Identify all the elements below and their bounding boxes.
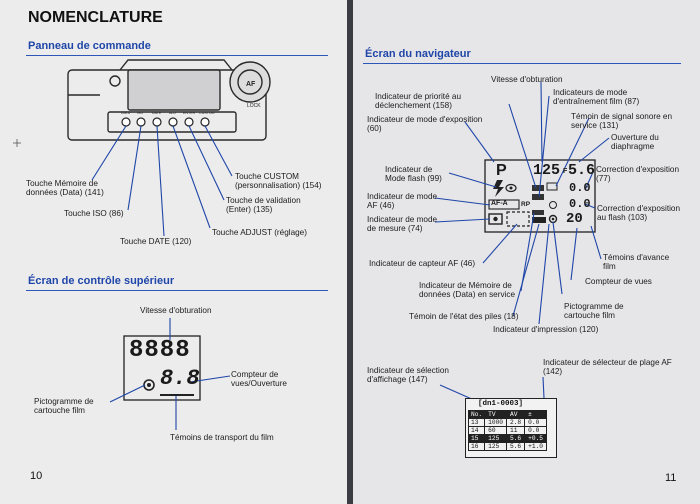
button-mark-adj: ADJ (169, 111, 176, 115)
lcd-rp: RP (521, 201, 531, 208)
page-title: NOMENCLATURE (28, 9, 163, 26)
lcd-exposure-comp: 0.0 (569, 181, 591, 195)
label-af-mode: Indicateur de mode AF (46) (367, 192, 438, 211)
label-counter-aperture: Compteur de vues/Ouverture (231, 370, 287, 389)
data-memory-header: [dn1-0003] (478, 400, 524, 408)
section-heading-navigator: Écran du navigateur (365, 48, 471, 60)
heading-rule (26, 55, 328, 56)
label-exposure-comp: Correction d'exposition (77) (596, 165, 680, 184)
table-cell: 0.0 (524, 426, 547, 435)
label-shutter-speed: Vitesse d'obturation (491, 75, 563, 84)
heading-rule (363, 63, 681, 64)
table-cell: 11 (505, 426, 526, 435)
page-number: 11 (665, 472, 677, 484)
label-film-cartridge: Pictogramme de cartouche film (34, 397, 94, 416)
table-row: 16 125 5.6 +1.0 (467, 442, 547, 451)
af-dial-label: AF (246, 81, 256, 88)
table-cell: 5.6 (505, 434, 526, 443)
label-flash-comp: Correction d'exposition au flash (103) (597, 204, 681, 223)
data-memory-screen: [dn1-0003] No. TV AV ± 13 1000 2.8 0.0 1… (465, 398, 557, 458)
control-panel-drawing: AF LOCK DATA ISO DATE ADJ ENTER CUSTOM (13, 59, 271, 237)
label-display-select: Indicateur de sélection d'affichage (147… (367, 366, 449, 385)
heading-rule (26, 290, 328, 291)
lcd-counter-digits: 8.8 (160, 366, 200, 391)
label-film-advance: Témoins d'avance film (603, 253, 670, 272)
section-heading-control-panel: Panneau de commande (28, 40, 151, 52)
lcd-flash-comp: 0.0 (569, 197, 591, 211)
table-cell: 13 (467, 418, 486, 427)
label-aperture: Ouverture du diaphragme (611, 133, 659, 152)
section-heading-top-lcd: Écran de contrôle supérieur (28, 275, 175, 287)
table-cell: 2.8 (505, 418, 526, 427)
table-cell: 16 (467, 442, 486, 451)
lcd-frame-count: 20 (566, 211, 583, 227)
table-cell: 125 (484, 442, 507, 451)
lcd-exposure-mode: P (496, 162, 507, 179)
table-row-selected: 15 125 5.6 +0.5 (467, 434, 547, 443)
column-header: ± (524, 410, 547, 419)
table-cell: 60 (484, 426, 507, 435)
label-enter: Touche de validation (Enter) (135) (226, 196, 301, 215)
button-mark-data: DATA (121, 111, 131, 115)
navigator-lcd-drawing (434, 81, 610, 401)
table-cell: 14 (467, 426, 486, 435)
label-af-sensor: Indicateur de capteur AF (46) (369, 259, 476, 268)
lcd-af-badge: AF-A (491, 200, 508, 207)
label-film-transport: Témoins de transport du film (170, 433, 274, 442)
table-row: 13 1000 2.8 0.0 (467, 418, 547, 427)
label-film-cartridge: Pictogramme de cartouche film (564, 302, 624, 321)
label-metering: Indicateur de mode de mesure (74) (367, 215, 438, 234)
left-page: NOMENCLATURE Panneau de commande AF LOCK (0, 0, 347, 504)
top-lcd-drawing (109, 318, 231, 430)
lock-label: LOCK (247, 103, 261, 109)
label-battery: Témoin de l'état des piles (18) (409, 312, 519, 321)
label-custom: Touche CUSTOM (personnalisation) (154) (235, 172, 322, 191)
label-data-memory: Touche Mémoire de données (Data) (141) (26, 179, 104, 198)
label-release-priority: Indicateur de priorité au déclenchement … (375, 92, 462, 111)
table-cell: 0.0 (524, 418, 547, 427)
label-date: Touche DATE (120) (120, 237, 192, 246)
label-af-range-select: Indicateur de sélecteur de plage AF (142… (543, 358, 672, 377)
lcd-shutter-digits: 8888 (129, 337, 191, 364)
label-beep: Témoin de signal sonore en service (131) (571, 112, 673, 131)
table-row: 14 60 11 0.0 (467, 426, 547, 435)
table-cell: +1.0 (524, 442, 547, 451)
label-flash-mode: Indicateur de Mode flash (99) (385, 165, 442, 184)
column-header: AV (505, 410, 526, 419)
table-cell: 5.6 (505, 442, 526, 451)
table-cell: +0.5 (524, 434, 547, 443)
right-page: Écran du navigateur (353, 0, 700, 504)
label-iso: Touche ISO (86) (64, 209, 124, 218)
lcd-f-label: F (563, 168, 568, 175)
data-memory-table: No. TV AV ± 13 1000 2.8 0.0 14 60 11 0.0 (467, 410, 547, 451)
button-mark-iso: ISO (137, 111, 143, 115)
page-number: 10 (30, 470, 43, 482)
label-exposure-mode: Indicateur de mode d'exposition (60) (367, 115, 483, 134)
button-mark-date: DATE (152, 111, 162, 115)
table-header-row: No. TV AV ± (467, 410, 547, 419)
lcd-shutter-speed: 125 (533, 162, 561, 179)
label-drive-mode: Indicateurs de mode d'entraînement film … (553, 88, 640, 107)
label-shutter-speed: Vitesse d'obturation (140, 306, 212, 315)
table-cell: 15 (467, 434, 486, 443)
label-frame-counter: Compteur de vues (585, 277, 652, 286)
button-mark-custom: CUSTOM (199, 111, 215, 115)
label-adjust: Touche ADJUST (réglage) (212, 228, 307, 237)
label-imprint: Indicateur d'impression (120) (493, 325, 599, 334)
column-header: No. (467, 410, 486, 419)
button-mark-enter: ENTER (183, 111, 196, 115)
label-data-memory: Indicateur de Mémoire de données (Data) … (419, 281, 516, 300)
column-header: TV (484, 410, 507, 419)
lcd-aperture: 5.6 (568, 162, 596, 179)
table-cell: 125 (484, 434, 507, 443)
table-cell: 1000 (484, 418, 507, 427)
